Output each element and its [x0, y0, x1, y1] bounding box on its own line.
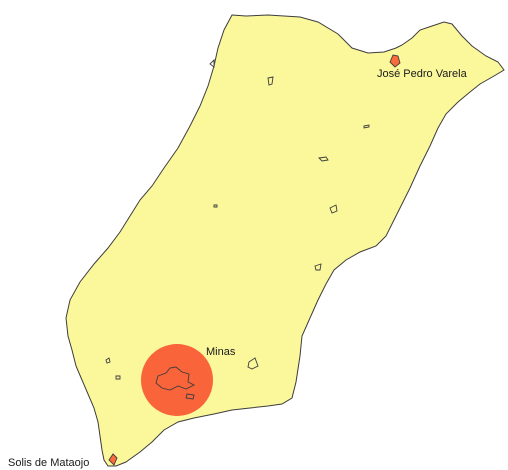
- minor-feature: [363, 124, 370, 129]
- minor-feature: [213, 204, 218, 208]
- minor-feature: [314, 263, 322, 271]
- minor-feature: [318, 156, 329, 162]
- solis-de-mataojo-marker[interactable]: [108, 453, 118, 466]
- minor-feature: [115, 375, 121, 380]
- label-minas: Minas: [206, 346, 236, 358]
- minor-feature: [247, 357, 259, 370]
- minas-marker[interactable]: [141, 344, 213, 416]
- minas-urban-circle[interactable]: [141, 344, 213, 416]
- jose-pedro-varela-marker[interactable]: [389, 54, 401, 68]
- minas-urban-detail: [185, 393, 195, 400]
- minor-feature: [209, 58, 215, 68]
- minas-urban-outline: [155, 366, 196, 391]
- minor-features: [105, 58, 370, 380]
- minor-feature: [105, 357, 111, 364]
- department-area: [65, 14, 505, 467]
- label-jose-pedro-varela: José Pedro Varela: [377, 68, 468, 80]
- minor-feature: [267, 76, 274, 86]
- minor-feature: [329, 204, 338, 214]
- label-solis-de-mataojo: Solis de Mataojo: [8, 457, 89, 469]
